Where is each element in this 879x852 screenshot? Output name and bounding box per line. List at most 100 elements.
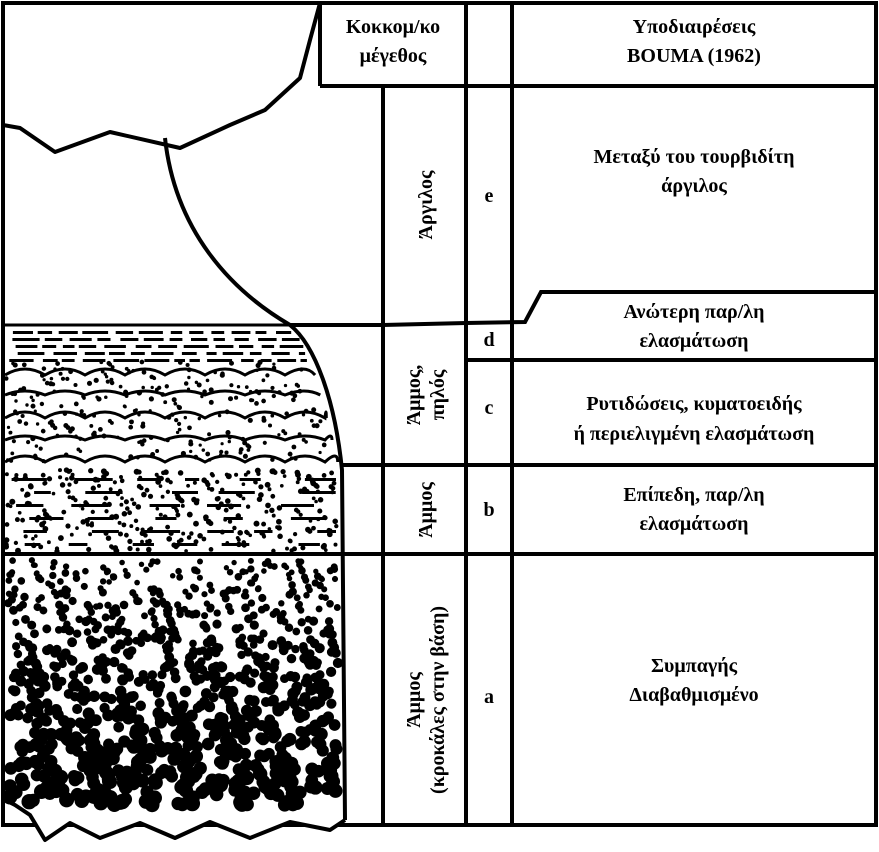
graded-grain-dot bbox=[255, 585, 262, 592]
division-letters: e d c b a bbox=[483, 185, 494, 708]
fine-sand-dot bbox=[217, 413, 222, 418]
sand-dot bbox=[4, 472, 9, 477]
sand-dot bbox=[88, 532, 93, 537]
fine-sand-dot bbox=[31, 398, 35, 403]
fine-sand-dot bbox=[35, 422, 40, 426]
sand-dot bbox=[245, 504, 251, 509]
graded-grain-dot bbox=[208, 587, 215, 594]
sand-dot bbox=[67, 482, 72, 487]
fine-sand-dot bbox=[105, 379, 110, 384]
graded-grain-dot bbox=[261, 652, 270, 662]
graded-grain-dot bbox=[303, 592, 310, 599]
lamination-dash bbox=[97, 338, 111, 341]
graded-grain-dot bbox=[259, 671, 269, 681]
sand-dot bbox=[115, 491, 121, 497]
fine-sand-dot bbox=[200, 394, 204, 399]
graded-grain-dot bbox=[101, 673, 111, 684]
graded-grain-dot bbox=[168, 634, 177, 643]
fine-sand-dot bbox=[176, 404, 180, 408]
graded-grain-dot bbox=[3, 779, 17, 793]
fine-sand-dot bbox=[40, 428, 46, 434]
sand-dot bbox=[17, 510, 22, 515]
graded-grain-dot bbox=[326, 599, 334, 608]
graded-grain-dot bbox=[154, 558, 161, 565]
graded-grain-dot bbox=[225, 602, 233, 611]
graded-grain-dot bbox=[288, 587, 297, 596]
graded-grain-dot bbox=[244, 694, 256, 706]
graded-grain-dot bbox=[129, 589, 137, 597]
lithology-sand: Άμμος bbox=[415, 482, 437, 538]
graded-grain-dot bbox=[278, 600, 285, 607]
graded-grain-dot bbox=[267, 640, 278, 651]
graded-grain-dot bbox=[151, 632, 161, 642]
sand-dot bbox=[223, 517, 228, 522]
lamination-dash bbox=[189, 359, 200, 362]
graded-grain-dot bbox=[297, 618, 306, 627]
sand-dot bbox=[279, 483, 284, 488]
fine-sand-dot bbox=[246, 448, 251, 452]
sand-dot bbox=[120, 496, 124, 500]
lamination-dash bbox=[130, 352, 145, 355]
graded-grain-dot bbox=[240, 592, 249, 600]
graded-grain-dot bbox=[305, 762, 319, 776]
sand-dot bbox=[323, 548, 328, 552]
graded-grain-dot bbox=[206, 636, 217, 647]
graded-grain-dot bbox=[114, 710, 126, 722]
graded-grain-dot bbox=[234, 572, 243, 581]
graded-grain-dot bbox=[12, 618, 20, 627]
sand-dot bbox=[64, 477, 69, 481]
division-e-desc-line1: Μεταξύ του τουρβιδίτη bbox=[594, 146, 795, 168]
sand-dot bbox=[123, 499, 129, 505]
fine-sand-dot bbox=[183, 381, 189, 386]
fine-sand-dot bbox=[201, 448, 206, 452]
fine-sand-dot bbox=[225, 430, 231, 436]
graded-grain-dot bbox=[70, 787, 85, 802]
graded-grain-dot bbox=[62, 623, 71, 632]
division-letter-b: b bbox=[483, 499, 494, 521]
graded-grain-dot bbox=[101, 613, 110, 622]
ripple-lamina bbox=[4, 454, 340, 464]
graded-grain-dot bbox=[45, 755, 58, 768]
lamination-dash bbox=[207, 359, 233, 362]
graded-grain-dot bbox=[304, 615, 312, 623]
graded-grain-dot bbox=[141, 763, 154, 776]
fine-sand-dot bbox=[131, 368, 135, 373]
graded-grain-dot bbox=[154, 587, 163, 596]
graded-grain-dot bbox=[72, 574, 81, 582]
sand-dot bbox=[162, 514, 168, 520]
graded-grain-dot bbox=[235, 636, 245, 647]
sand-dot bbox=[35, 514, 42, 521]
lamination-dash bbox=[42, 359, 58, 362]
sand-dot bbox=[236, 541, 242, 548]
graded-grain-dot bbox=[73, 629, 82, 638]
sand-dot bbox=[24, 500, 31, 507]
graded-grain-dot bbox=[269, 755, 282, 768]
sand-dot bbox=[4, 522, 10, 527]
fine-sand-dot bbox=[219, 449, 224, 454]
fine-sand-dot bbox=[139, 359, 145, 365]
graded-grain-dot bbox=[309, 638, 320, 649]
graded-grain-dot bbox=[37, 727, 50, 740]
lamination-dash bbox=[109, 352, 125, 355]
graded-grain-dot bbox=[226, 568, 234, 576]
lamination-dash bbox=[239, 345, 254, 348]
fine-sand-dot bbox=[41, 459, 46, 464]
graded-grain-dot bbox=[327, 756, 341, 770]
sand-dot bbox=[22, 475, 29, 481]
graded-grain-dot bbox=[169, 741, 183, 756]
graded-grain-dot bbox=[14, 772, 29, 787]
graded-grain-dot bbox=[247, 557, 254, 564]
sand-dot bbox=[20, 517, 25, 523]
graded-grain-dot bbox=[304, 583, 312, 591]
sand-dot bbox=[227, 519, 233, 524]
sand-dot bbox=[155, 506, 160, 511]
fine-sand-dot bbox=[4, 376, 9, 381]
fine-sand-dot bbox=[262, 440, 267, 445]
graded-grain-dot bbox=[53, 593, 60, 600]
fine-sand-dot bbox=[297, 388, 303, 394]
graded-grain-dot bbox=[196, 674, 206, 684]
graded-grain-dot bbox=[207, 603, 215, 611]
fine-sand-dot bbox=[261, 398, 266, 404]
fine-sand-dot bbox=[33, 455, 39, 461]
sand-dot bbox=[302, 486, 308, 492]
